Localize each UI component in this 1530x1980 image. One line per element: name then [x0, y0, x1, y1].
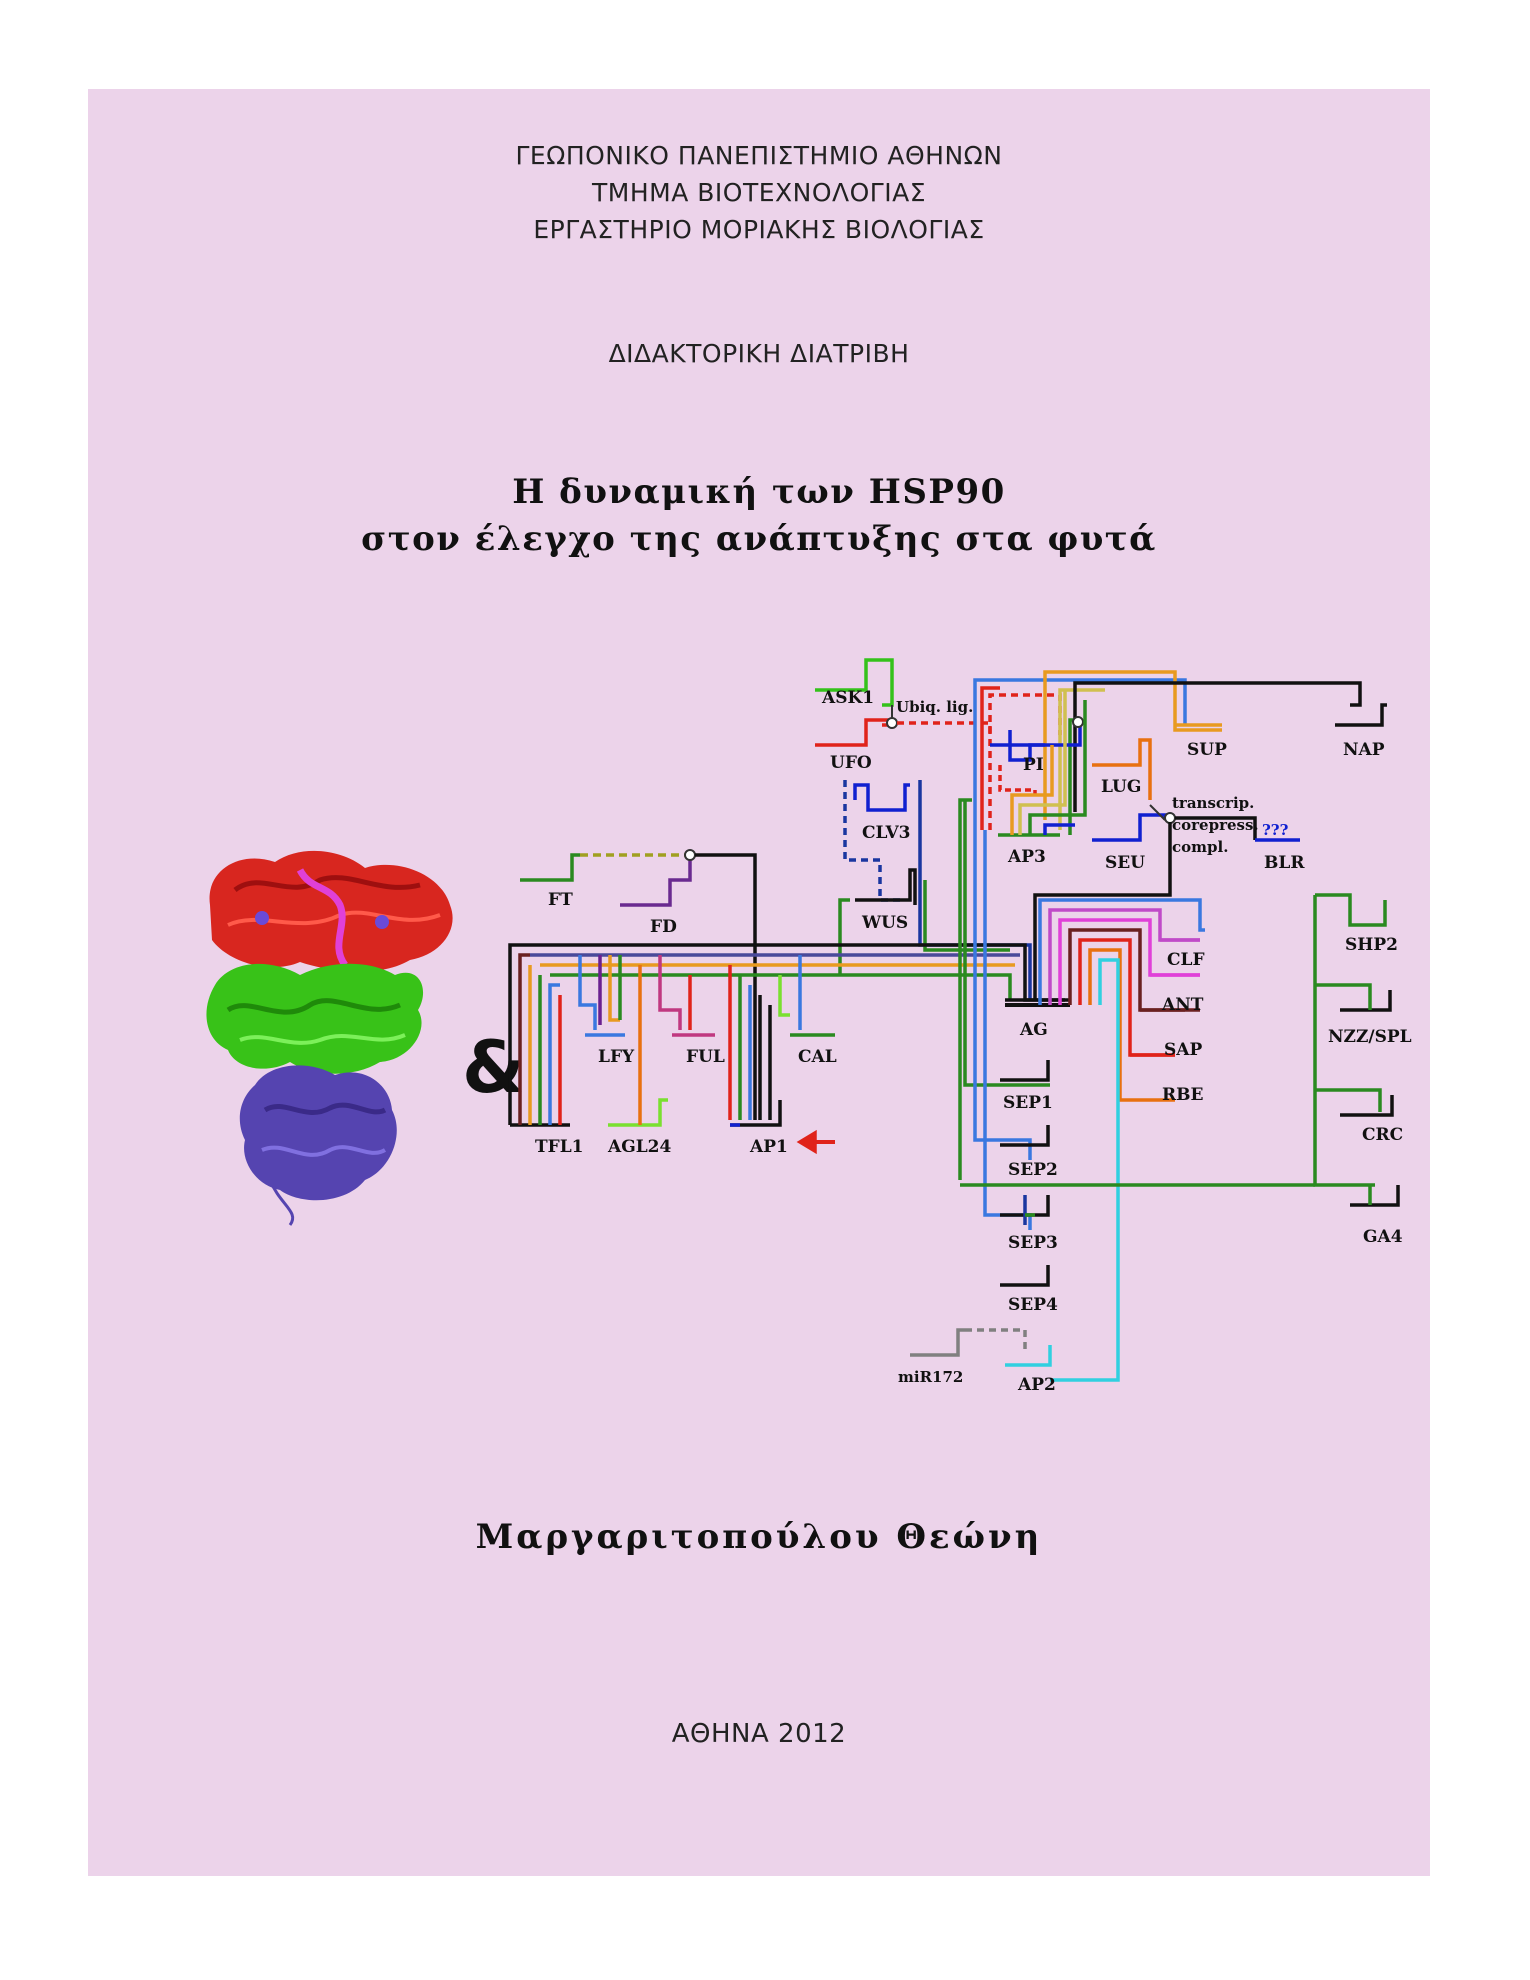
gene-label: AGL24 — [607, 1137, 671, 1157]
title-line-2: στον έλεγχο της ανάπτυξης στα φυτά — [361, 519, 1157, 559]
gene-label: FUL — [686, 1047, 725, 1067]
gene-label: WUS — [861, 913, 908, 933]
gene-label: SEU — [1105, 853, 1145, 873]
gene-label: AP3 — [1007, 847, 1046, 867]
protein-structure-image — [206, 850, 453, 1226]
gene-label: LUG — [1101, 777, 1141, 797]
annotation-compl: compl. — [1172, 838, 1228, 856]
gene-label: AG — [1019, 1020, 1048, 1040]
place-year: ΑΘΗΝΑ 2012 — [671, 1719, 847, 1749]
lab-name: ΕΡΓΑΣΤΗΡΙΟ ΜΟΡΙΑΚΗΣ ΒΙΟΛΟΓΙΑΣ — [533, 215, 985, 244]
gene-label: SEP4 — [1008, 1295, 1058, 1315]
gene-label: AP1 — [749, 1137, 788, 1157]
gene-label: RBE — [1162, 1085, 1203, 1105]
gene-label: ANT — [1161, 995, 1204, 1015]
department-name: ΤΜΗΜΑ ΒΙΟΤΕΧΝΟΛΟΓΙΑΣ — [591, 178, 926, 207]
gene-label: miR172 — [898, 1368, 963, 1386]
gene-label: SEP2 — [1008, 1160, 1058, 1180]
annotation-corepress: corepress. — [1172, 816, 1259, 834]
gene-label: NZZ/SPL — [1328, 1027, 1412, 1047]
gene-label: CLV3 — [862, 823, 911, 843]
gene-label: CLF — [1167, 950, 1205, 970]
gene-label: ASK1 — [821, 688, 874, 708]
gene-label: PI — [1023, 755, 1044, 775]
gene-label: SEP1 — [1003, 1093, 1053, 1113]
annotation-ubiq-lig: Ubiq. lig. — [896, 698, 973, 716]
gene-label: SAP — [1164, 1040, 1202, 1060]
annotation-transcrip: transcrip. — [1172, 794, 1254, 812]
ampersand-symbol: & — [462, 1025, 525, 1109]
university-name: ΓΕΩΠΟΝΙΚΟ ΠΑΝΕΠΙΣΤΗΜΙΟ ΑΘΗΝΩΝ — [515, 141, 1003, 170]
gene-label: SEP3 — [1008, 1233, 1058, 1253]
gene-label: FD — [650, 917, 677, 937]
annotation-unknown: ??? — [1262, 821, 1289, 839]
gene-label: CAL — [798, 1047, 837, 1067]
gene-label: AP2 — [1017, 1375, 1056, 1395]
gene-label: NAP — [1343, 740, 1385, 760]
gene-network-diagram — [508, 658, 1400, 1382]
gene-labels: ASK1 UFO PI SUP NAP CLV3 LUG AP3 SEU BLR… — [535, 688, 1412, 1395]
gene-label: LFY — [598, 1047, 635, 1067]
gene-label: SUP — [1187, 740, 1227, 760]
thesis-type: ΔΙΔΑΚΤΟΡΙΚΗ ΔΙΑΤΡΙΒΗ — [608, 339, 910, 368]
gene-label: CRC — [1362, 1125, 1403, 1145]
gene-label: UFO — [830, 753, 872, 773]
gene-label: SHP2 — [1345, 935, 1398, 955]
title-line-1: Η δυναμική των HSP90 — [512, 472, 1006, 512]
gene-label: FT — [548, 890, 573, 910]
author-name: Μαργαριτοπούλου Θεώνη — [475, 1517, 1043, 1557]
gene-label: GA4 — [1363, 1227, 1403, 1247]
gene-label: BLR — [1264, 853, 1305, 873]
gene-label: TFL1 — [535, 1137, 584, 1157]
